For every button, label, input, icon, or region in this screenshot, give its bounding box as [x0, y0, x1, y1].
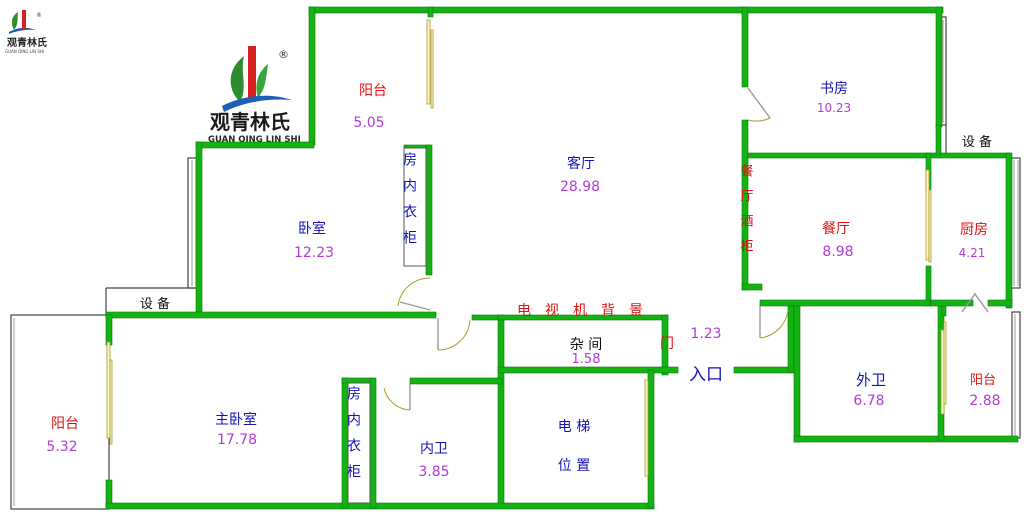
room-name: 主卧室 — [215, 411, 257, 428]
room-hall: 1.23 — [690, 326, 721, 342]
room-dining-cabinet: 餐厅酒柜 — [738, 163, 754, 264]
room-name-vertical: 房内衣柜 — [345, 386, 361, 490]
room-name-line1: 电 梯 — [558, 419, 590, 435]
brand-pinyin: GUAN QING LIN SHI — [208, 135, 301, 145]
room-name: 内卫 — [420, 441, 448, 457]
room-area: 2.88 — [969, 393, 1000, 409]
room-area: 10.23 — [817, 101, 851, 115]
room-name: 书房 — [820, 81, 848, 97]
room-name: 客厅 — [567, 155, 595, 172]
room-elevator: 电 梯 位 置 — [558, 419, 590, 474]
room-area: 6.78 — [853, 393, 884, 409]
room-name-vertical: 餐厅酒柜 — [738, 163, 754, 264]
room-study: 书房 10.23 — [817, 81, 851, 115]
room-name-line2: 位 置 — [558, 458, 590, 474]
room-name: 杂 间 — [570, 337, 602, 353]
brand-logo: ® 观青林氏 GUAN QING LIN SHI — [208, 46, 301, 145]
room-name: 厨房 — [960, 222, 988, 238]
room-area: 17.78 — [217, 432, 257, 448]
mini-logo-swoosh-icon — [9, 27, 36, 34]
room-living: 客厅 28.98 — [560, 155, 600, 195]
logo-swoosh-icon — [222, 95, 292, 112]
room-name-vertical: 房内衣柜 — [401, 152, 417, 256]
room-area: 5.32 — [46, 439, 77, 455]
outlines — [10, 16, 1021, 510]
logo-leaf-small-icon — [256, 64, 268, 98]
room-area: 28.98 — [560, 179, 600, 195]
room-name: 外卫 — [856, 371, 886, 389]
room-kitchen: 厨房 4.21 — [959, 222, 988, 260]
sliding-doors — [106, 19, 947, 477]
room-name: 卧室 — [298, 220, 326, 237]
room-tv-wall: 电视机背景 — [517, 303, 657, 319]
room-area: 5.05 — [353, 115, 384, 131]
brand-mini-logo: ® 观青林氏 GUAN QING LIN SHI — [5, 10, 47, 54]
room-equipment-left: 设 备 — [140, 296, 170, 312]
room-name: 阳台 — [970, 373, 996, 388]
room-area: 8.98 — [822, 244, 853, 260]
mini-logo-leaf-icon — [11, 12, 18, 30]
mini-logo-bar-icon — [22, 10, 26, 30]
room-name: 入口 — [689, 365, 723, 385]
room-area: 1.23 — [690, 326, 721, 342]
room-equipment-right: 设 备 — [962, 134, 992, 150]
room-area: 4.21 — [959, 246, 986, 260]
room-area: 3.85 — [418, 464, 449, 480]
room-closet-master: 房内衣柜 — [345, 386, 361, 490]
brand-name: 观青林氏 — [210, 110, 290, 134]
logo-bar-icon — [248, 46, 256, 102]
room-name: 阳台 — [51, 416, 79, 432]
room-master: 主卧室 17.78 — [215, 411, 257, 448]
room-entrance: 入口 — [689, 365, 723, 385]
room-dining: 餐厅 8.98 — [822, 221, 854, 260]
room-area: 12.23 — [294, 245, 334, 261]
wardrobes — [347, 147, 427, 504]
room-storage: 杂 间 1.58 — [570, 337, 602, 367]
room-name: 餐厅 — [822, 221, 850, 237]
room-name: 阳台 — [359, 83, 387, 99]
room-name: 门 — [660, 336, 674, 352]
room-bedroom: 卧室 12.23 — [294, 220, 334, 261]
room-name: 电视机背景 — [517, 303, 657, 319]
room-door-mark: 门 — [660, 336, 674, 352]
windows — [13, 20, 1019, 506]
room-balcony-right: 阳台 2.88 — [969, 373, 1000, 409]
walls — [105, 6, 1019, 510]
brand-mini-name: 观青林氏 — [7, 36, 47, 49]
room-area: 1.58 — [572, 352, 601, 367]
mini-logo-registered-icon: ® — [36, 12, 42, 19]
room-balcony-top: 阳台 5.05 — [353, 83, 387, 131]
room-closet-bedroom: 房内衣柜 — [401, 152, 417, 256]
logo-leaf-icon — [230, 56, 244, 102]
brand-mini-sub: GUAN QING LIN SHI — [5, 49, 44, 54]
room-guest-bath: 外卫 6.78 — [853, 371, 886, 409]
swing-doors — [383, 87, 989, 411]
room-name: 设 备 — [962, 134, 992, 150]
room-balcony-left: 阳台 5.32 — [46, 416, 79, 455]
logo-registered-icon: ® — [278, 48, 289, 61]
room-ensuite: 内卫 3.85 — [418, 441, 449, 480]
room-name: 设 备 — [140, 296, 170, 312]
